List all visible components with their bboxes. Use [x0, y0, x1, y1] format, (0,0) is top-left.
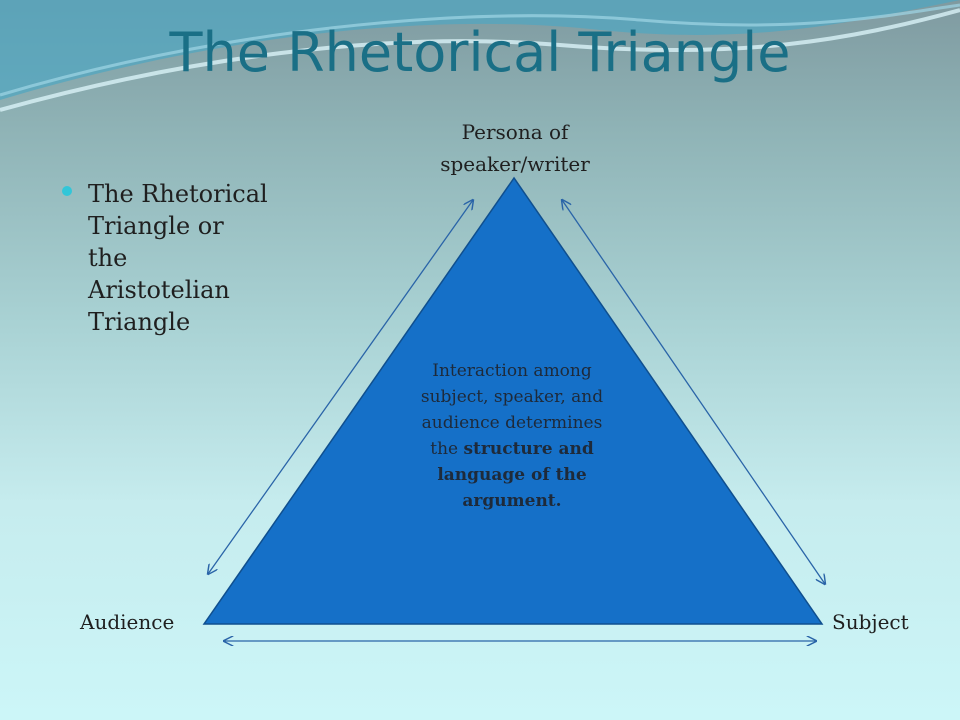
slide-title: The Rhetorical Triangle: [169, 21, 791, 84]
label-subject: Subject: [832, 610, 909, 634]
center-text-bold: structure and language of the argument.: [437, 439, 594, 511]
header-wave-decoration: [0, 0, 960, 112]
label-persona: Persona of speaker/writer: [440, 120, 590, 176]
bullet-text: The Rhetorical Triangle or the Aristotel…: [88, 180, 268, 336]
label-audience: Audience: [80, 610, 175, 634]
center-text-plain: Interaction among subject, speaker, and …: [420, 361, 604, 459]
bullet-dot-icon: [62, 186, 72, 196]
left-side-double-arrow: [208, 200, 473, 574]
triangle-center-text: Interaction among subject, speaker, and …: [412, 358, 612, 514]
right-side-double-arrow: [562, 200, 825, 584]
